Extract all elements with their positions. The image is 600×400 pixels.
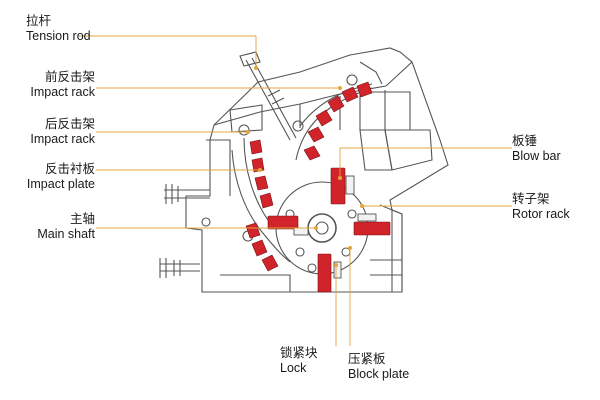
rear-impact-rack-cn: 后反击架 xyxy=(44,116,95,131)
rotor-rack-en: Rotor rack xyxy=(512,206,570,221)
rotor-rack-cn: 转子架 xyxy=(512,191,550,206)
rear-impact-rack-label: 后反击架 Impact rack xyxy=(30,116,95,147)
block-plate-cn: 压紧板 xyxy=(348,351,386,366)
lock-cn: 锁紧块 xyxy=(280,345,318,360)
impact-plate-cn: 反击衬板 xyxy=(44,161,95,176)
tension-rod-en: Tension rod xyxy=(26,28,91,43)
rear-impact-rack-en: Impact rack xyxy=(30,131,95,146)
blow-bars xyxy=(267,167,391,293)
blow-bar-cn: 板锤 xyxy=(512,133,538,148)
front-impact-rack-cn: 前反击架 xyxy=(44,69,95,84)
block-plate-en: Block plate xyxy=(348,366,410,381)
blow-bar-label: 板锤 Blow bar xyxy=(512,133,561,164)
tension-rod-label: 拉杆 Tension rod xyxy=(26,13,91,44)
block-plate-label: 压紧板 Block plate xyxy=(348,351,410,382)
lock-label: 锁紧块 Lock xyxy=(280,345,318,376)
lock-en: Lock xyxy=(280,360,307,375)
main-shaft-en: Main shaft xyxy=(37,226,95,241)
impact-plate-en: Impact plate xyxy=(26,176,95,191)
rotor-rack-label: 转子架 Rotor rack xyxy=(512,191,570,222)
front-impact-liners xyxy=(303,81,373,161)
front-impact-rack-en: Impact rack xyxy=(30,84,95,99)
front-impact-rack-label: 前反击架 Impact rack xyxy=(30,69,95,100)
leader-lines xyxy=(78,35,512,346)
impact-plate-label: 反击衬板 Impact plate xyxy=(26,161,95,192)
blow-bar-en: Blow bar xyxy=(512,148,561,163)
rear-impact-liners xyxy=(245,139,279,272)
main-shaft-cn: 主轴 xyxy=(69,211,95,226)
main-shaft-label: 主轴 Main shaft xyxy=(37,211,95,242)
housing-outline xyxy=(185,47,449,293)
tension-rod-cn: 拉杆 xyxy=(26,13,52,28)
